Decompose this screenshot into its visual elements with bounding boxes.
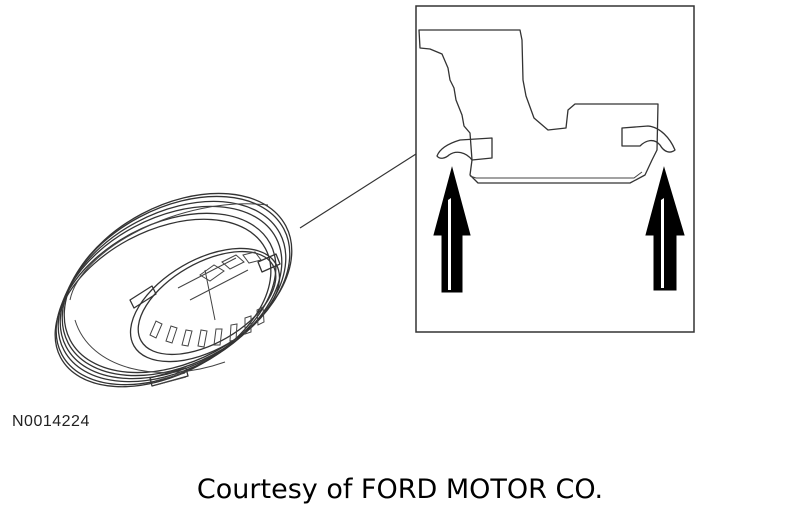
courtesy-caption: Courtesy of FORD MOTOR CO. — [196, 474, 604, 505]
leader-line — [299, 153, 417, 229]
left-arrow-icon — [433, 166, 471, 293]
right-arrow-icon — [645, 166, 685, 291]
figure-id-label: N0014224 — [12, 413, 90, 430]
ring-component-icon — [54, 192, 293, 388]
